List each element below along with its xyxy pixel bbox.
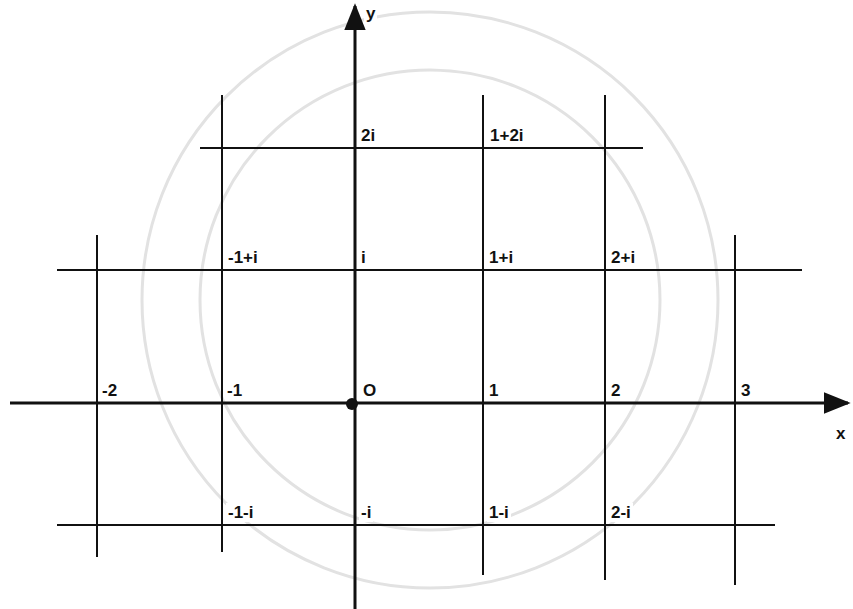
- y-axis: [354, 6, 357, 609]
- axis-label: 1+2i: [488, 126, 526, 145]
- axis-label: 2: [609, 381, 622, 400]
- watermark-seal: [142, 12, 718, 588]
- axis-label: y: [364, 4, 377, 23]
- grid-lines: [57, 95, 802, 585]
- axis-label: -1: [225, 381, 244, 400]
- seal-ring: [142, 12, 718, 588]
- origin-dot: [346, 398, 358, 410]
- axis-label: 1: [487, 381, 500, 400]
- seal-ring: [200, 70, 660, 530]
- axis-label: 3: [739, 381, 752, 400]
- axis-label: i: [359, 248, 368, 267]
- axis-label: 2+i: [609, 248, 637, 267]
- grid-line: [604, 95, 606, 580]
- axis-label: 1+i: [487, 248, 515, 267]
- grid-line: [734, 235, 736, 585]
- axis-label: -i: [359, 503, 373, 522]
- axis-label: 1-i: [487, 503, 511, 522]
- grid-line: [96, 235, 98, 557]
- grid-line: [200, 147, 643, 149]
- axis-label: x: [834, 424, 847, 443]
- x-axis: [10, 402, 848, 405]
- axis-label: -1+i: [226, 248, 260, 267]
- axis-label: O: [361, 381, 378, 400]
- grid-line: [482, 95, 484, 575]
- axis-label: 2-i: [609, 503, 633, 522]
- grid-line: [57, 269, 802, 271]
- axis-label: 2i: [359, 126, 377, 145]
- grid-line: [221, 95, 223, 552]
- axis-label: -2: [100, 381, 119, 400]
- axis-label: -1-i: [226, 503, 256, 522]
- grid-line: [57, 524, 775, 526]
